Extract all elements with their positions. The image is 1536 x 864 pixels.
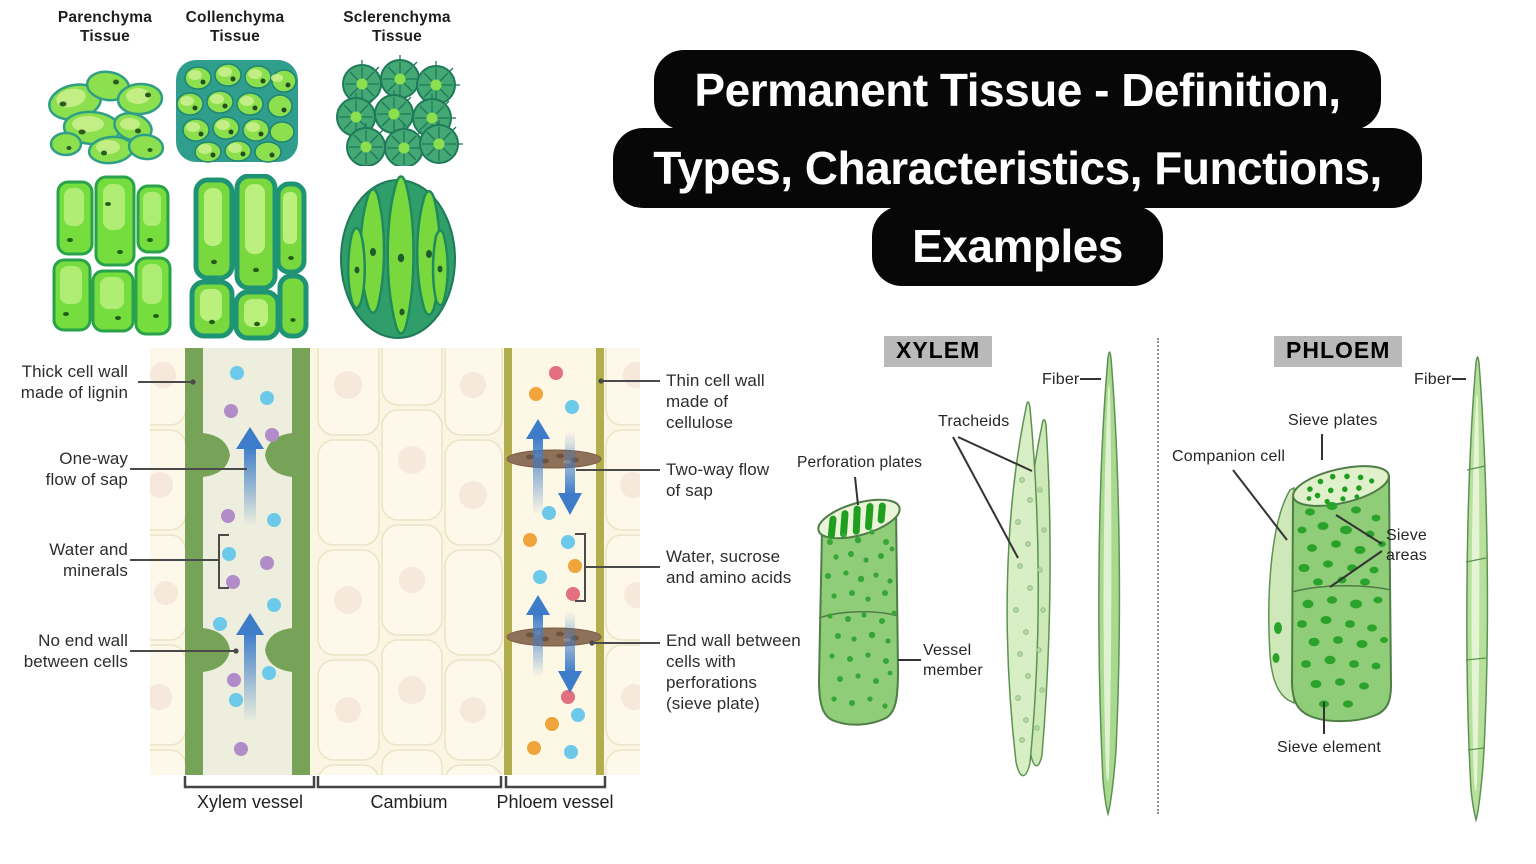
parenchyma-cells-bottom-illustration [52, 175, 172, 336]
sieve-plates-label: Sieve plates [1288, 412, 1378, 429]
parenchyma-cells-top-illustration [48, 70, 165, 165]
xylem-phloem-vessel-diagram: Thick cell wall made of lignin One-way f… [0, 345, 801, 864]
end-wall-label: End wall between cells with perforations… [666, 631, 801, 713]
vessel-member-label: Vessel member [923, 642, 983, 679]
sclerenchyma-cells-bottom-illustration [340, 175, 456, 339]
companion-cell-label: Companion cell [1172, 448, 1286, 465]
one-way-flow-label: One-way flow of sap [45, 449, 128, 489]
tissue-column-sclerenchyma: Sclerenchyma Tissue [322, 8, 472, 344]
sclerenchyma-cells-top-illustration [336, 54, 464, 166]
phloem-vessel-structure [504, 348, 604, 775]
sieve-areas-label: Sieve areas [1386, 527, 1428, 564]
parenchyma-title: Parenchyma Tissue [57, 9, 153, 45]
phloem-illustration [1232, 356, 1489, 823]
xylem-connector-lines [854, 378, 1101, 661]
phloem-connector-lines [1232, 378, 1466, 734]
xylem-header: XYLEM [884, 336, 993, 367]
companion-cell-shape [1268, 486, 1295, 705]
thick-cell-wall-label: Thick cell wall made of lignin [20, 362, 128, 402]
tissue-column-collenchyma: Collenchyma Tissue [160, 8, 310, 344]
sap-dots [523, 366, 585, 759]
xylem-fiber-label: Fiber [1042, 371, 1080, 388]
thin-cell-wall-label: Thin cell wall made of cellulose [666, 371, 765, 432]
water-minerals-label: Water and minerals [49, 540, 128, 580]
title-line-3: Examples [872, 206, 1163, 286]
phloem-vessel-label: Phloem vessel [496, 792, 614, 812]
phloem-fiber-label: Fiber [1414, 371, 1452, 388]
section-brackets [183, 776, 607, 789]
sieve-areas-spots [1297, 502, 1388, 708]
two-way-flow-arrows [526, 419, 582, 693]
xylem-fiber-shape [1098, 351, 1121, 817]
tracheids-shapes [1006, 401, 1051, 777]
phloem-fiber-shape [1465, 356, 1489, 823]
sieve-element-label: Sieve element [1277, 739, 1381, 756]
sieve-element-shape [1291, 465, 1392, 723]
xylem-vessel-structure [185, 348, 310, 775]
collenchyma-cells-top-illustration [176, 60, 298, 163]
water-sucrose-label: Water, sucrose and amino acids [666, 547, 792, 587]
no-end-wall-label: No end wall between cells [23, 631, 128, 671]
collenchyma-cells-bottom-illustration [189, 174, 309, 341]
tissue-column-parenchyma: Parenchyma Tissue [30, 8, 180, 344]
collenchyma-title: Collenchyma Tissue [185, 9, 285, 45]
one-way-flow-arrows [236, 427, 264, 722]
cambium-label: Cambium [370, 792, 448, 812]
title-line-2: Types, Characteristics, Functions, [613, 128, 1422, 208]
sclerenchyma-title: Sclerenchyma Tissue [343, 9, 451, 45]
title-banner: Permanent Tissue - Definition, Types, Ch… [545, 50, 1490, 286]
xylem-vessel-label: Xylem vessel [196, 792, 304, 812]
vessel-member-shape [817, 498, 901, 726]
title-line-1: Permanent Tissue - Definition, [654, 50, 1381, 130]
connector-end-dots [190, 378, 604, 654]
two-way-flow-label: Two-way flow of sap [666, 460, 770, 500]
perforation-plates-label: Perforation plates [797, 454, 923, 471]
phloem-header: PHLOEM [1274, 336, 1403, 367]
water-mineral-dots [213, 366, 281, 756]
label-connector-lines [130, 380, 660, 652]
xylem-illustration [817, 351, 1121, 817]
xylem-phloem-divider [1157, 338, 1159, 814]
tracheids-label: Tracheids [938, 413, 1010, 430]
vessel-diagram-illustration [130, 348, 660, 789]
